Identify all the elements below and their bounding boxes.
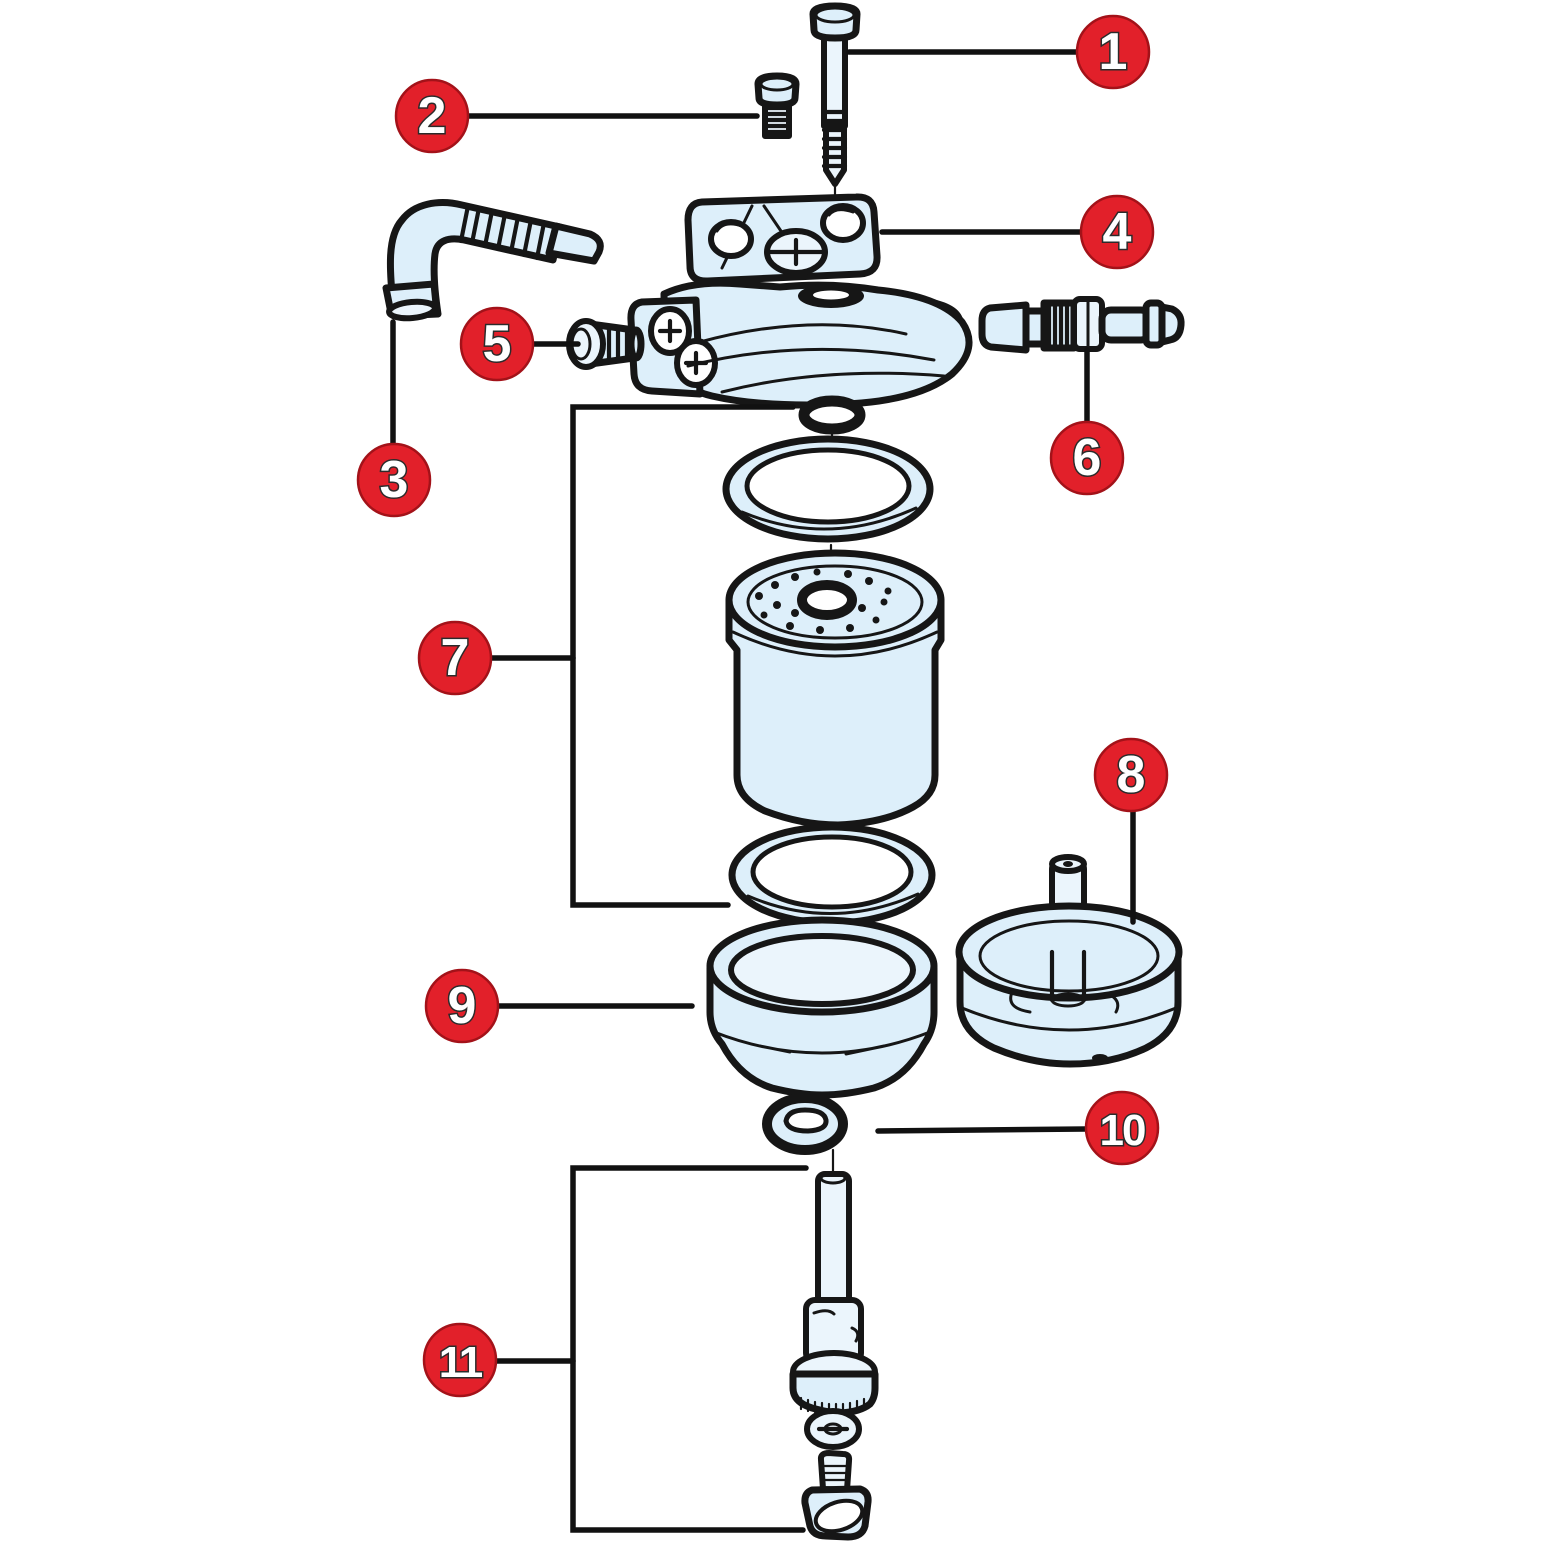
- leader-lines: [390, 49, 1136, 1533]
- callout-5[interactable]: 5: [459, 306, 535, 382]
- part-filter-head: [627, 193, 973, 409]
- callout-circle[interactable]: [1049, 420, 1125, 496]
- callout-circle[interactable]: [417, 620, 493, 696]
- callout-circle[interactable]: [1079, 194, 1155, 270]
- callout-number: 6: [1073, 429, 1102, 487]
- callout-circle[interactable]: [1075, 14, 1151, 90]
- part-straight-union: [978, 296, 1185, 354]
- callout-circle[interactable]: [356, 442, 432, 518]
- callout-number: 9: [448, 977, 477, 1035]
- callout-badges: 1 2 3 4 5 6 7 8 9 10 11: [356, 14, 1169, 1398]
- callout-11[interactable]: 11: [422, 1322, 498, 1398]
- part-filter-element: [725, 549, 945, 829]
- callout-9[interactable]: 9: [424, 968, 500, 1044]
- callout-number: 7: [441, 629, 470, 687]
- part-sediment-bowl: [706, 916, 938, 1099]
- callout-3[interactable]: 3: [356, 442, 432, 518]
- callout-number: 1: [1099, 23, 1128, 81]
- callout-number: 11: [439, 1338, 483, 1387]
- callout-4[interactable]: 4: [1079, 194, 1155, 270]
- leader-line: [570, 404, 796, 908]
- callout-circle[interactable]: [459, 306, 535, 382]
- element-perforations: [755, 568, 892, 634]
- part-o-ring-small: [798, 395, 866, 435]
- leader-line: [570, 1165, 809, 1533]
- callout-number: 3: [380, 451, 409, 509]
- callout-circle[interactable]: [1084, 1090, 1160, 1166]
- callout-circle[interactable]: [422, 1322, 498, 1398]
- callout-circle[interactable]: [1093, 737, 1169, 813]
- callout-2[interactable]: 2: [394, 78, 470, 154]
- callout-number: 2: [418, 87, 447, 145]
- part-elbow-union: [382, 199, 604, 322]
- leader-line: [875, 1126, 1089, 1134]
- callout-circle[interactable]: [424, 968, 500, 1044]
- part-seal-ring-lower: [728, 823, 936, 927]
- callout-circle[interactable]: [394, 78, 470, 154]
- part-center-bolt-assembly: [789, 1171, 879, 1541]
- callout-6[interactable]: 6: [1049, 420, 1125, 496]
- part-seal-ring-upper: [722, 435, 934, 543]
- part-short-bolt: [754, 72, 800, 139]
- callout-8[interactable]: 8: [1093, 737, 1169, 813]
- part-base-standpipe: [955, 854, 1183, 1068]
- callout-number: 5: [483, 315, 512, 373]
- part-long-retaining-bolt: [809, 2, 861, 187]
- callout-number: 8: [1117, 746, 1146, 804]
- callout-10[interactable]: 10: [1084, 1090, 1160, 1166]
- part-plug-screw: [566, 318, 645, 370]
- part-sealing-washer: [762, 1093, 848, 1155]
- callout-1[interactable]: 1: [1075, 14, 1151, 90]
- callout-7[interactable]: 7: [417, 620, 493, 696]
- callout-number: 4: [1103, 203, 1132, 261]
- callout-number: 10: [1100, 1106, 1145, 1155]
